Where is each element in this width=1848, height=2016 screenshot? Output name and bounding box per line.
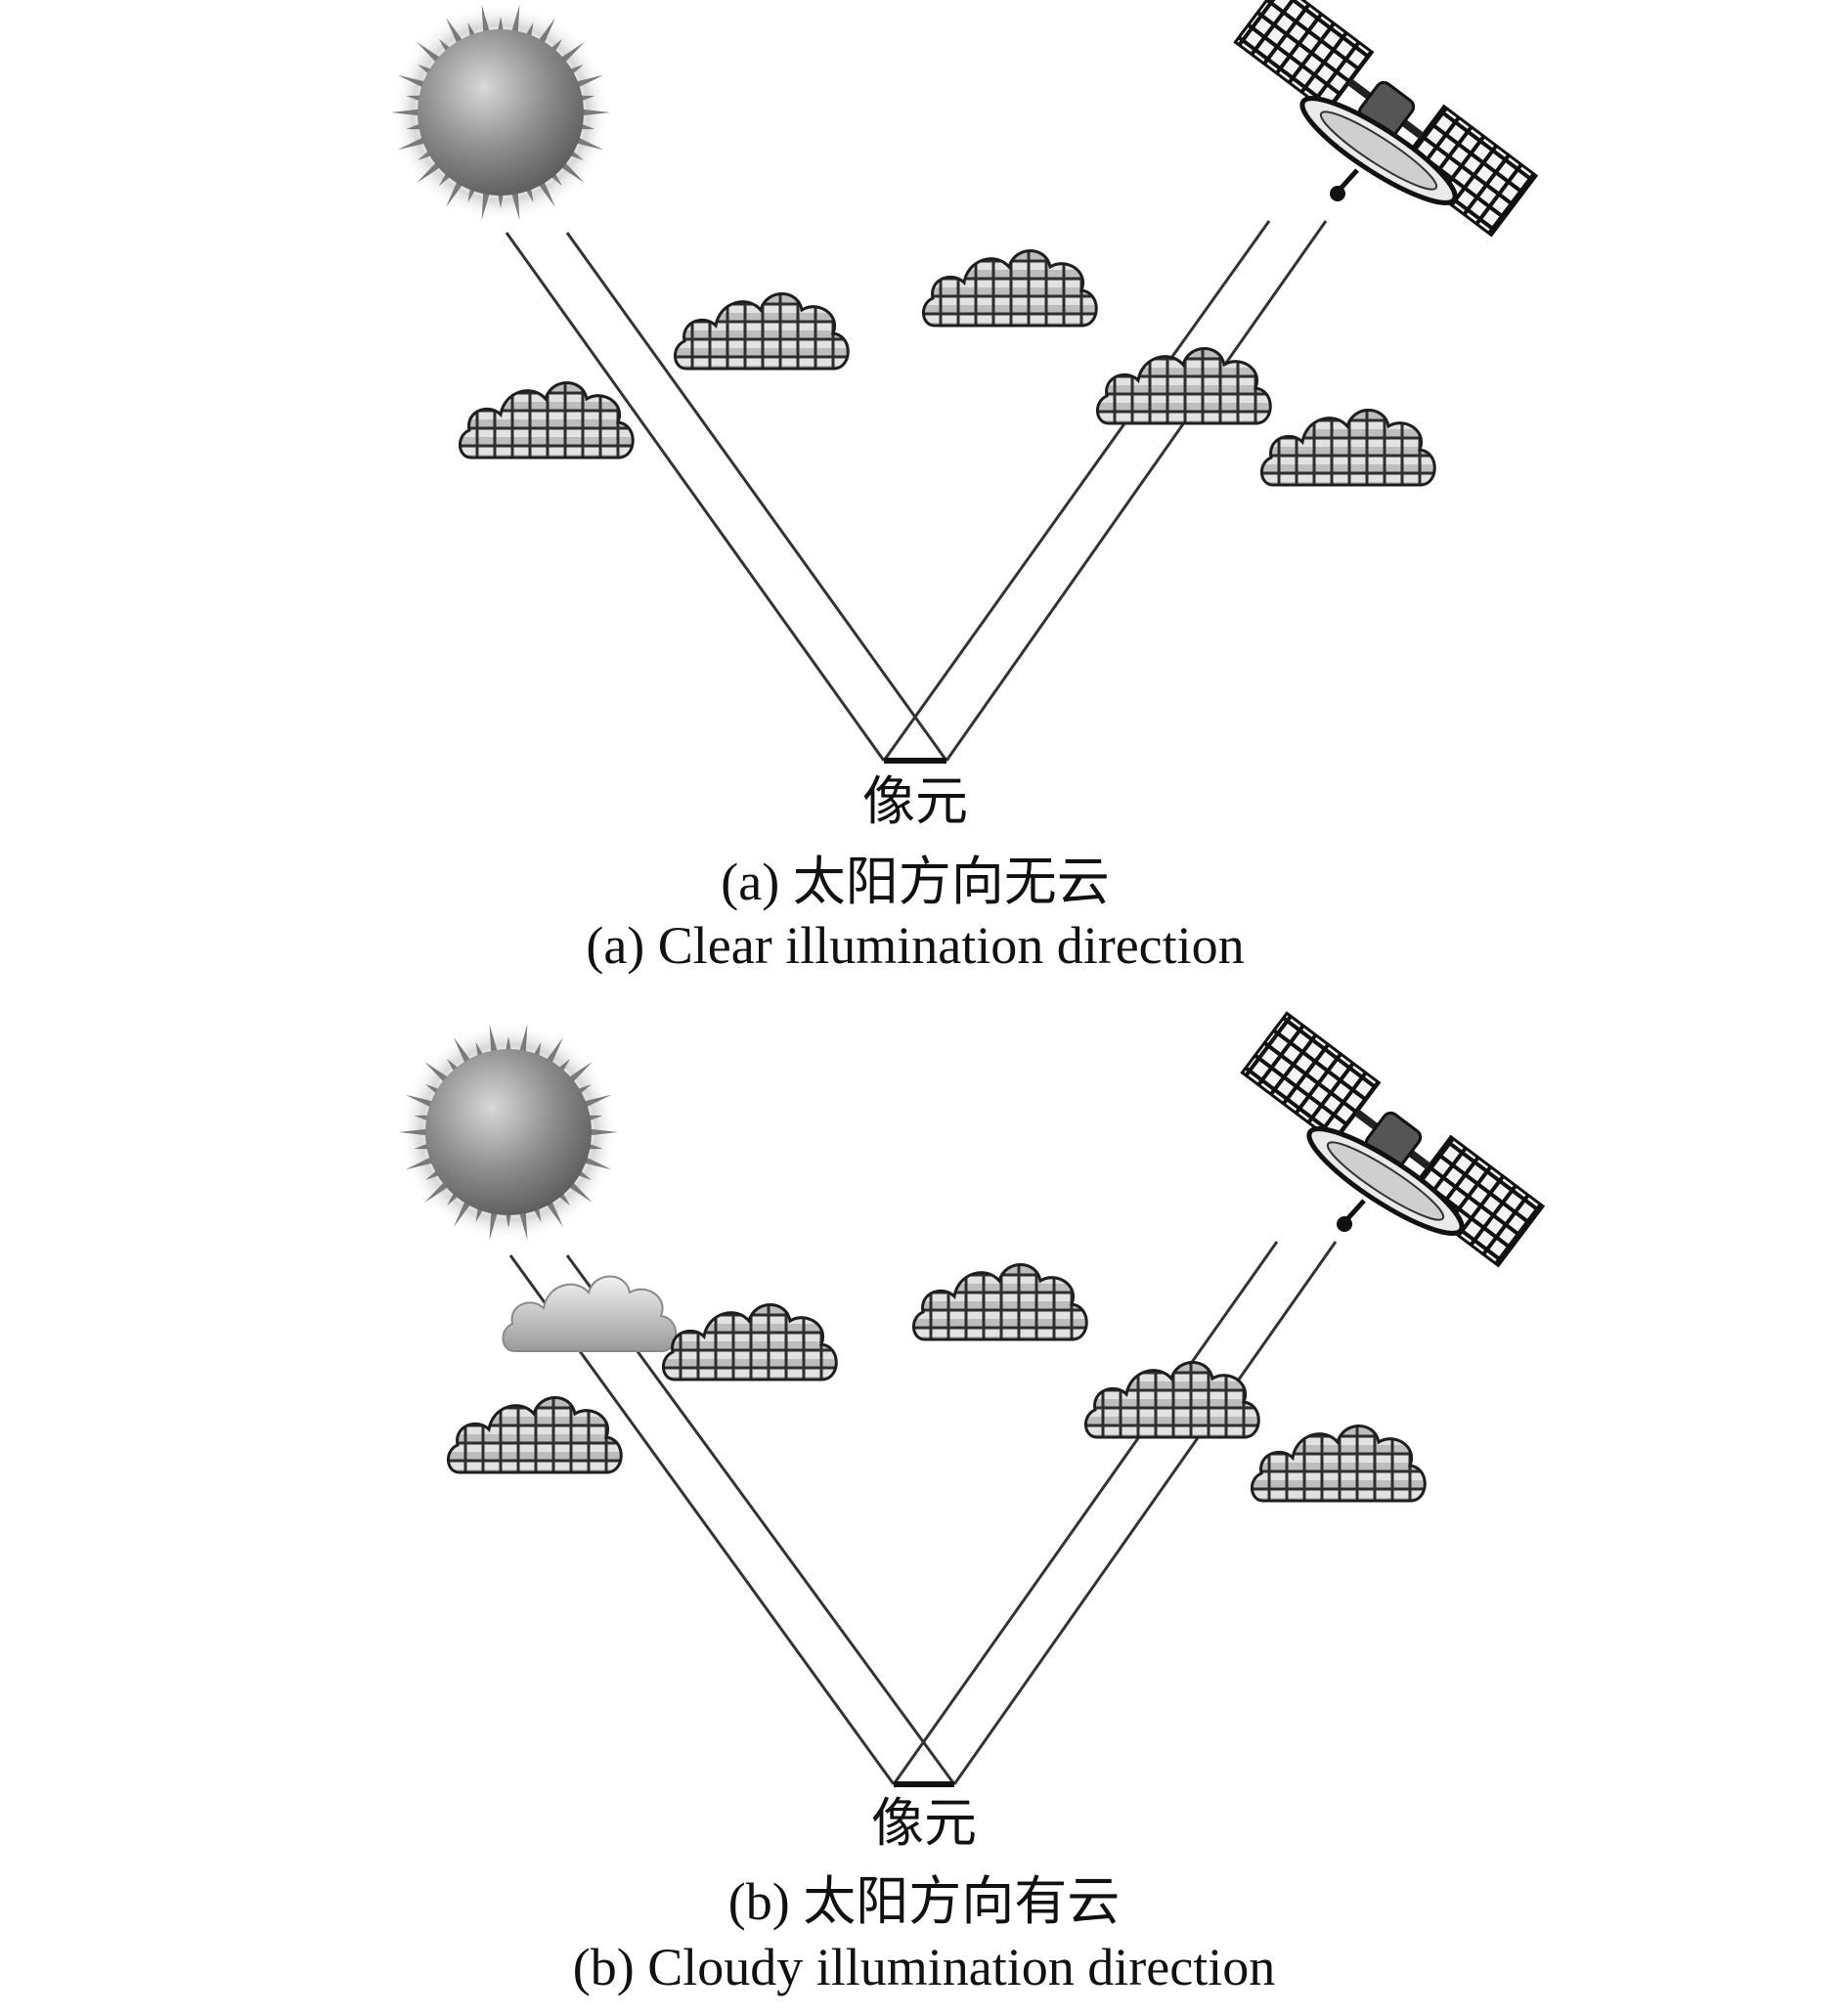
caption-en-b: (b) Cloudy illumination direction bbox=[573, 1938, 1275, 1996]
cloud-icon bbox=[1097, 349, 1270, 424]
cloud-icon bbox=[460, 383, 633, 459]
sun-a bbox=[391, 3, 610, 222]
light-beams-a bbox=[505, 220, 1328, 764]
cloud-icon bbox=[1261, 411, 1434, 486]
reflected-ray-left bbox=[892, 1241, 1279, 1785]
sun-icon bbox=[399, 1023, 618, 1242]
incident-ray-left bbox=[505, 232, 886, 762]
cloud-icon bbox=[448, 1398, 621, 1473]
cloud-icon bbox=[663, 1305, 836, 1381]
reflected-ray-right bbox=[952, 1241, 1338, 1785]
cloud-icon bbox=[1085, 1363, 1258, 1438]
caption-cn-a: (a) 太阳方向无云 bbox=[721, 853, 1109, 911]
incident-ray-right bbox=[565, 232, 948, 762]
pixel-label-a: 像元 bbox=[862, 772, 968, 831]
sun-icon bbox=[391, 3, 610, 222]
pixel-label-b: 像元 bbox=[871, 1794, 977, 1853]
satellite-icon bbox=[1235, 0, 1536, 235]
satellite-b bbox=[1242, 1013, 1543, 1265]
sun-b bbox=[399, 1023, 618, 1242]
sun-blocking-cloud bbox=[502, 1275, 678, 1352]
reflected-ray-right bbox=[945, 220, 1328, 762]
cloud-icon bbox=[913, 1265, 1086, 1340]
cloud-icon bbox=[1252, 1426, 1425, 1502]
panel-a: 像元 (a) 太阳方向无云 (a) Clear illumination dir… bbox=[391, 0, 1536, 975]
caption-en-a: (a) Clear illumination direction bbox=[586, 916, 1244, 975]
satellite-icon bbox=[1242, 1013, 1543, 1265]
cloud-icon bbox=[502, 1275, 678, 1352]
cloud-icon bbox=[675, 294, 848, 370]
satellite-a bbox=[1235, 0, 1536, 235]
panel-b: 像元 (b) 太阳方向有云 (b) Cloudy illumination di… bbox=[399, 1013, 1543, 1996]
caption-cn-b: (b) 太阳方向有云 bbox=[728, 1872, 1120, 1931]
cloud-icon bbox=[923, 251, 1096, 327]
reflected-ray-left bbox=[882, 220, 1271, 762]
